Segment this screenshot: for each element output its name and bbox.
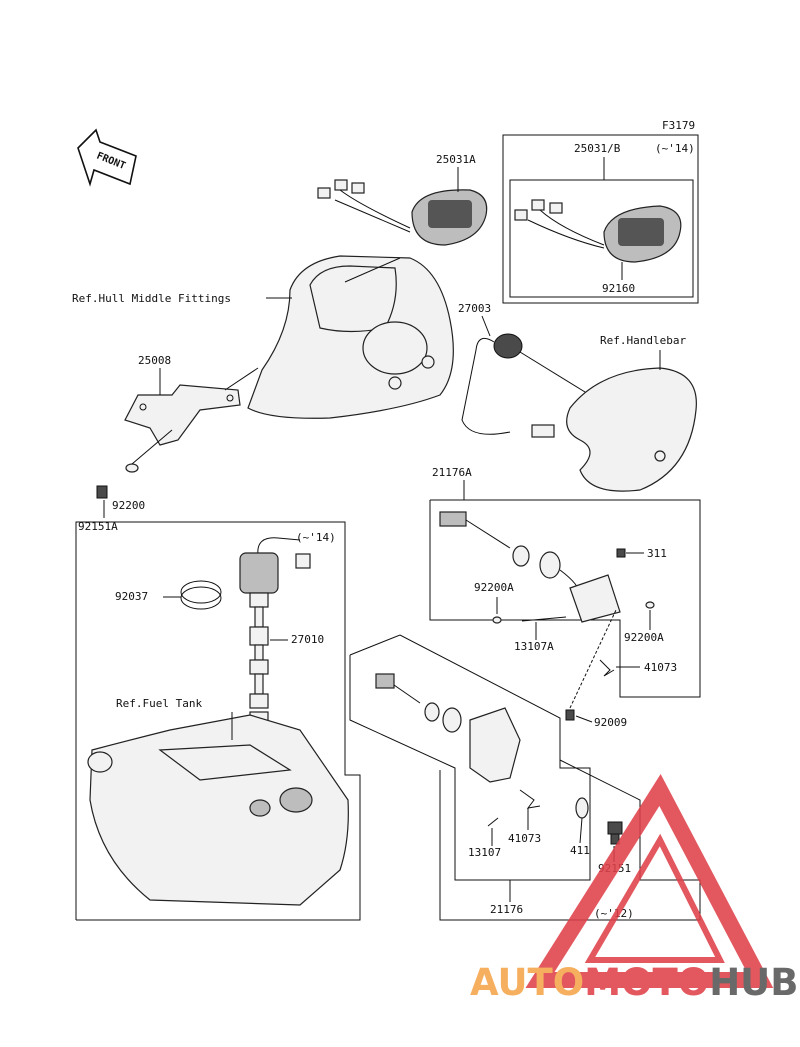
pin-13107a	[521, 616, 567, 622]
screw-92009	[565, 709, 575, 721]
bracket-25008	[124, 384, 241, 446]
label-27003: 27003	[458, 302, 491, 315]
group-box-21176a	[429, 499, 701, 698]
label-92037: 92037	[115, 590, 148, 603]
label-25031b-note: (~'14)	[655, 142, 695, 155]
meter-unit-25031a	[317, 179, 488, 246]
label-21176a: 21176A	[432, 466, 472, 479]
nut-311	[616, 548, 626, 558]
watermark-moto: MOTO	[584, 961, 709, 1004]
label-92009: 92009	[594, 716, 627, 729]
clip-41073-2	[519, 789, 541, 809]
throttle-sensor-21176	[375, 673, 521, 783]
label-92200a-2: 92200A	[624, 631, 664, 644]
handlebar-cover	[566, 367, 697, 492]
option-box-25031b	[502, 134, 699, 304]
sensor-27003	[461, 333, 555, 438]
label-21176: 21176	[490, 903, 523, 916]
bolt-92151a	[96, 485, 108, 499]
label-fuelpump-note: (~'14)	[296, 531, 336, 544]
label-41073-1: 41073	[644, 661, 677, 674]
washer-92200a-2	[645, 601, 655, 609]
pin-13107	[487, 817, 499, 827]
watermark-auto: AUTO	[470, 961, 584, 1004]
label-25008: 25008	[138, 354, 171, 367]
label-13107a: 13107A	[514, 640, 554, 653]
washer-92200	[125, 463, 139, 473]
front-arrow-icon: FRONT	[77, 128, 137, 187]
group-box-fuel	[75, 521, 361, 921]
washer-411	[575, 797, 589, 819]
label-fuel-tank: Ref.Fuel Tank	[116, 697, 202, 710]
label-92151a: 92151A	[78, 520, 118, 533]
label-92200: 92200	[112, 499, 145, 512]
meter-unit-25031b	[514, 199, 682, 263]
watermark-logo: AUTOMOTOHUB	[470, 774, 798, 1004]
label-hull-middle-fittings: Ref.Hull Middle Fittings	[72, 292, 231, 305]
label-25031b: 25031/B	[574, 142, 621, 155]
watermark-text: AUTOMOTOHUB	[470, 961, 798, 1004]
label-27010: 27010	[291, 633, 324, 646]
bolt-92151	[607, 821, 623, 845]
label-25031a: 25031A	[436, 153, 476, 166]
label-311: 311	[647, 547, 667, 560]
label-92200a-1: 92200A	[474, 581, 514, 594]
throttle-sensor-21176a	[439, 511, 621, 623]
hull-middle-fittings	[247, 255, 454, 419]
option-inner-box-25031b	[509, 179, 694, 298]
fuel-tank	[87, 714, 349, 906]
figure-code: F3179	[662, 119, 695, 132]
label-92160: 92160	[602, 282, 635, 295]
clip-41073-1	[599, 659, 615, 677]
group-box-21176	[349, 634, 591, 881]
label-41073-2: 41073	[508, 832, 541, 845]
clamp-92037	[180, 580, 222, 610]
label-13107: 13107	[468, 846, 501, 859]
label-411: 411	[570, 844, 590, 857]
label-handlebar: Ref.Handlebar	[600, 334, 686, 347]
washer-92200a-1	[492, 616, 502, 624]
watermark-hub: HUB	[709, 961, 798, 1004]
